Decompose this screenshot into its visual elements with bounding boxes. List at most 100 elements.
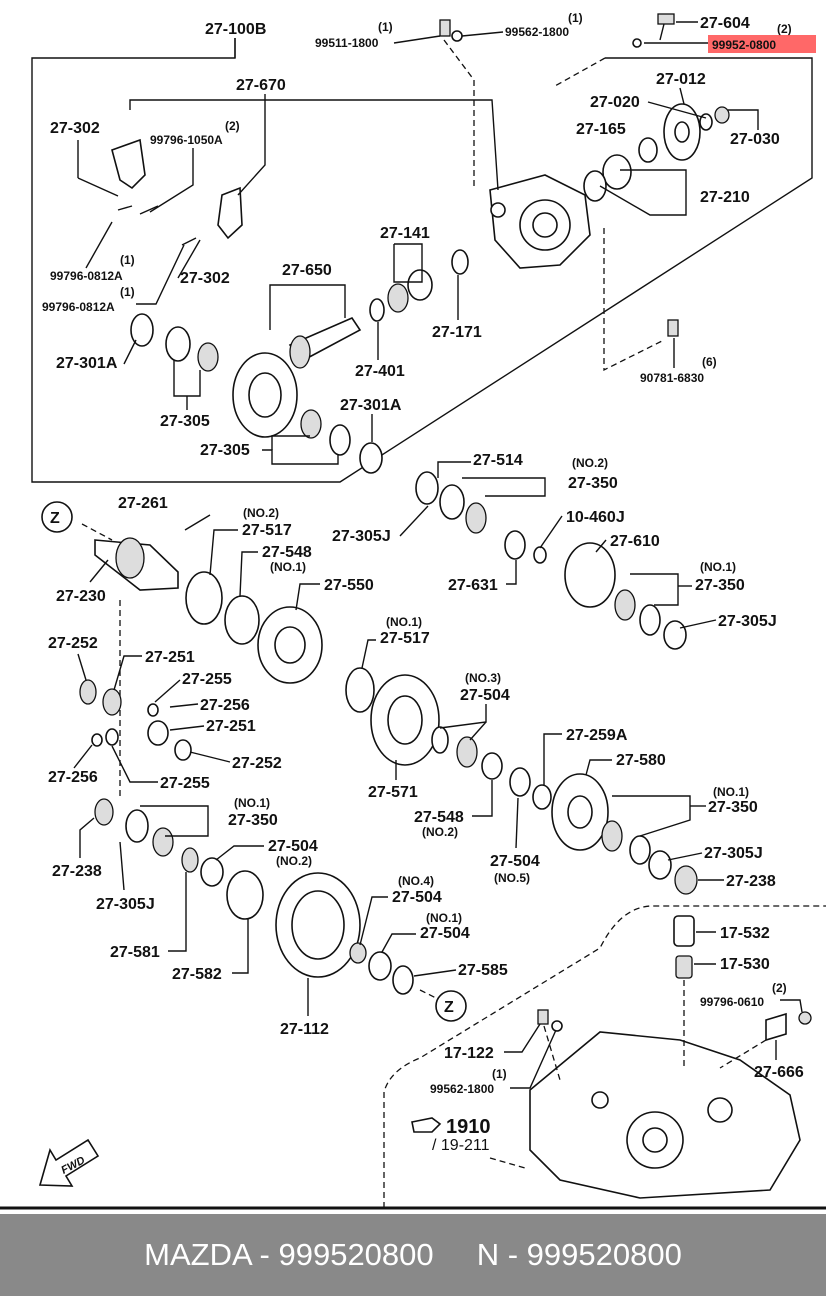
label-27-514: 27-514 — [473, 452, 523, 469]
label-no1: (NO.1) — [386, 615, 422, 629]
label-27-504: 27-504 — [268, 838, 318, 855]
label-no2: (NO.2) — [243, 506, 279, 520]
label-27-350: 27-350 — [708, 799, 758, 816]
footer-brand-part: MAZDA - 999520800 — [144, 1237, 434, 1272]
label-27-030: 27-030 — [730, 131, 780, 148]
companion-flange — [583, 103, 730, 202]
middle-parts — [41, 471, 698, 1022]
pinion-assembly — [130, 249, 469, 474]
label-27-305j: 27-305J — [332, 528, 391, 545]
label-99796-0812a: 99796-0812A — [50, 269, 123, 283]
ref-sub-number: / 19-211 — [432, 1137, 490, 1154]
label-27-171: 27-171 — [432, 324, 482, 341]
label-27-504: 27-504 — [392, 889, 442, 906]
label-17-532: 17-532 — [720, 925, 770, 942]
label-27-112: 27-112 — [280, 1021, 329, 1038]
label-no2: (NO.2) — [422, 825, 458, 839]
label-27-350: 27-350 — [228, 812, 278, 829]
label-27-261: 27-261 — [118, 495, 168, 512]
label-27-302: 27-302 — [180, 270, 230, 287]
label-top-qty-1: (1) — [378, 20, 393, 34]
label-99562-1800: 99562-1800 — [505, 25, 569, 39]
label-10-460j: 10-460J — [566, 509, 625, 526]
label-27-548: 27-548 — [262, 544, 312, 561]
ref-number[interactable]: 1910 — [446, 1116, 491, 1138]
label-27-251: 27-251 — [206, 718, 256, 735]
label-27-670: 27-670 — [236, 77, 286, 94]
label-qty: (2) — [225, 119, 240, 133]
z-marker-label-top: Z — [50, 510, 60, 527]
label-top-qty-2: (1) — [568, 11, 583, 25]
label-27-020: 27-020 — [590, 94, 640, 111]
label-27-305j: 27-305J — [718, 613, 777, 630]
label-27-580: 27-580 — [616, 752, 666, 769]
label-27-252: 27-252 — [48, 635, 98, 652]
label-27-301a: 27-301A — [340, 397, 402, 414]
label-no5: (NO.5) — [494, 871, 530, 885]
label-no1: (NO.1) — [713, 785, 749, 799]
label-27-256: 27-256 — [200, 697, 250, 714]
label-27-238: 27-238 — [726, 873, 776, 890]
label-99796-0812a: 99796-0812A — [42, 300, 115, 314]
label-27-582: 27-582 — [172, 966, 222, 983]
label-17-530: 17-530 — [720, 956, 770, 973]
label-27-571: 27-571 — [368, 784, 418, 801]
label-27-255: 27-255 — [160, 775, 210, 792]
label-27-251: 27-251 — [145, 649, 195, 666]
label-27-100b: 27-100B — [205, 21, 266, 38]
highlight-box — [708, 35, 816, 53]
footer-n-part: N - 999520800 — [476, 1237, 682, 1272]
case-assembly — [383, 905, 826, 1208]
label-27-517: 27-517 — [380, 630, 430, 647]
forward-arrow-icon: FWD — [38, 1138, 100, 1187]
label-27-650: 27-650 — [282, 262, 332, 279]
z-marker-top — [41, 501, 73, 533]
label-27-666: 27-666 — [754, 1064, 804, 1081]
label-top-qty-4: (2) — [777, 22, 792, 36]
label-qty: (6) — [702, 355, 717, 369]
label-27-504: 27-504 — [420, 925, 470, 942]
label-99562-1800: 99562-1800 — [430, 1082, 494, 1096]
label-no2: (NO.2) — [572, 456, 608, 470]
label-27-585: 27-585 — [458, 962, 508, 979]
label-no1: (NO.1) — [700, 560, 736, 574]
label-27-165: 27-165 — [576, 121, 626, 138]
label-no4: (NO.4) — [398, 874, 434, 888]
label-qty: (2) — [772, 981, 787, 995]
label-99511-1800: 99511-1800 — [315, 36, 379, 50]
label-90781-6830: 90781-6830 — [640, 371, 704, 385]
bracket-parts — [111, 138, 243, 246]
label-no3: (NO.3) — [465, 671, 501, 685]
label-27-238: 27-238 — [52, 863, 102, 880]
label-27-504: 27-504 — [490, 853, 540, 870]
label-no1: (NO.1) — [426, 911, 462, 925]
label-27-230: 27-230 — [56, 588, 106, 605]
label-27-252: 27-252 — [232, 755, 282, 772]
label-99796-1050a: 99796-1050A — [150, 133, 223, 147]
label-27-610: 27-610 — [610, 533, 660, 550]
label-27-305j: 27-305J — [96, 896, 155, 913]
label-27-504: 27-504 — [460, 687, 510, 704]
footer-bar: MAZDA - 999520800 N - 999520800 — [0, 1214, 826, 1296]
label-27-302: 27-302 — [50, 120, 100, 137]
z-marker-bottom — [435, 990, 467, 1022]
label-27-548: 27-548 — [414, 809, 464, 826]
label-27-141: 27-141 — [380, 225, 430, 242]
label-17-122: 17-122 — [444, 1045, 494, 1062]
transfer-housing — [489, 174, 591, 269]
label-27-305: 27-305 — [200, 442, 250, 459]
label-qty: (1) — [120, 253, 135, 267]
label-27-350: 27-350 — [695, 577, 745, 594]
hand-pointer-icon — [411, 1117, 442, 1133]
label-27-401: 27-401 — [355, 363, 405, 380]
label-27-305: 27-305 — [160, 413, 210, 430]
label-27-550: 27-550 — [324, 577, 374, 594]
label-27-259a: 27-259A — [566, 727, 628, 744]
label-99952-0800: 99952-0800 — [712, 38, 776, 52]
label-27-255: 27-255 — [182, 671, 232, 688]
label-27-210: 27-210 — [700, 189, 750, 206]
z-marker-label-bottom: Z — [444, 999, 454, 1016]
label-no1: (NO.1) — [270, 560, 306, 574]
label-27-301a: 27-301A — [56, 355, 118, 372]
top-fasteners — [439, 13, 675, 190]
